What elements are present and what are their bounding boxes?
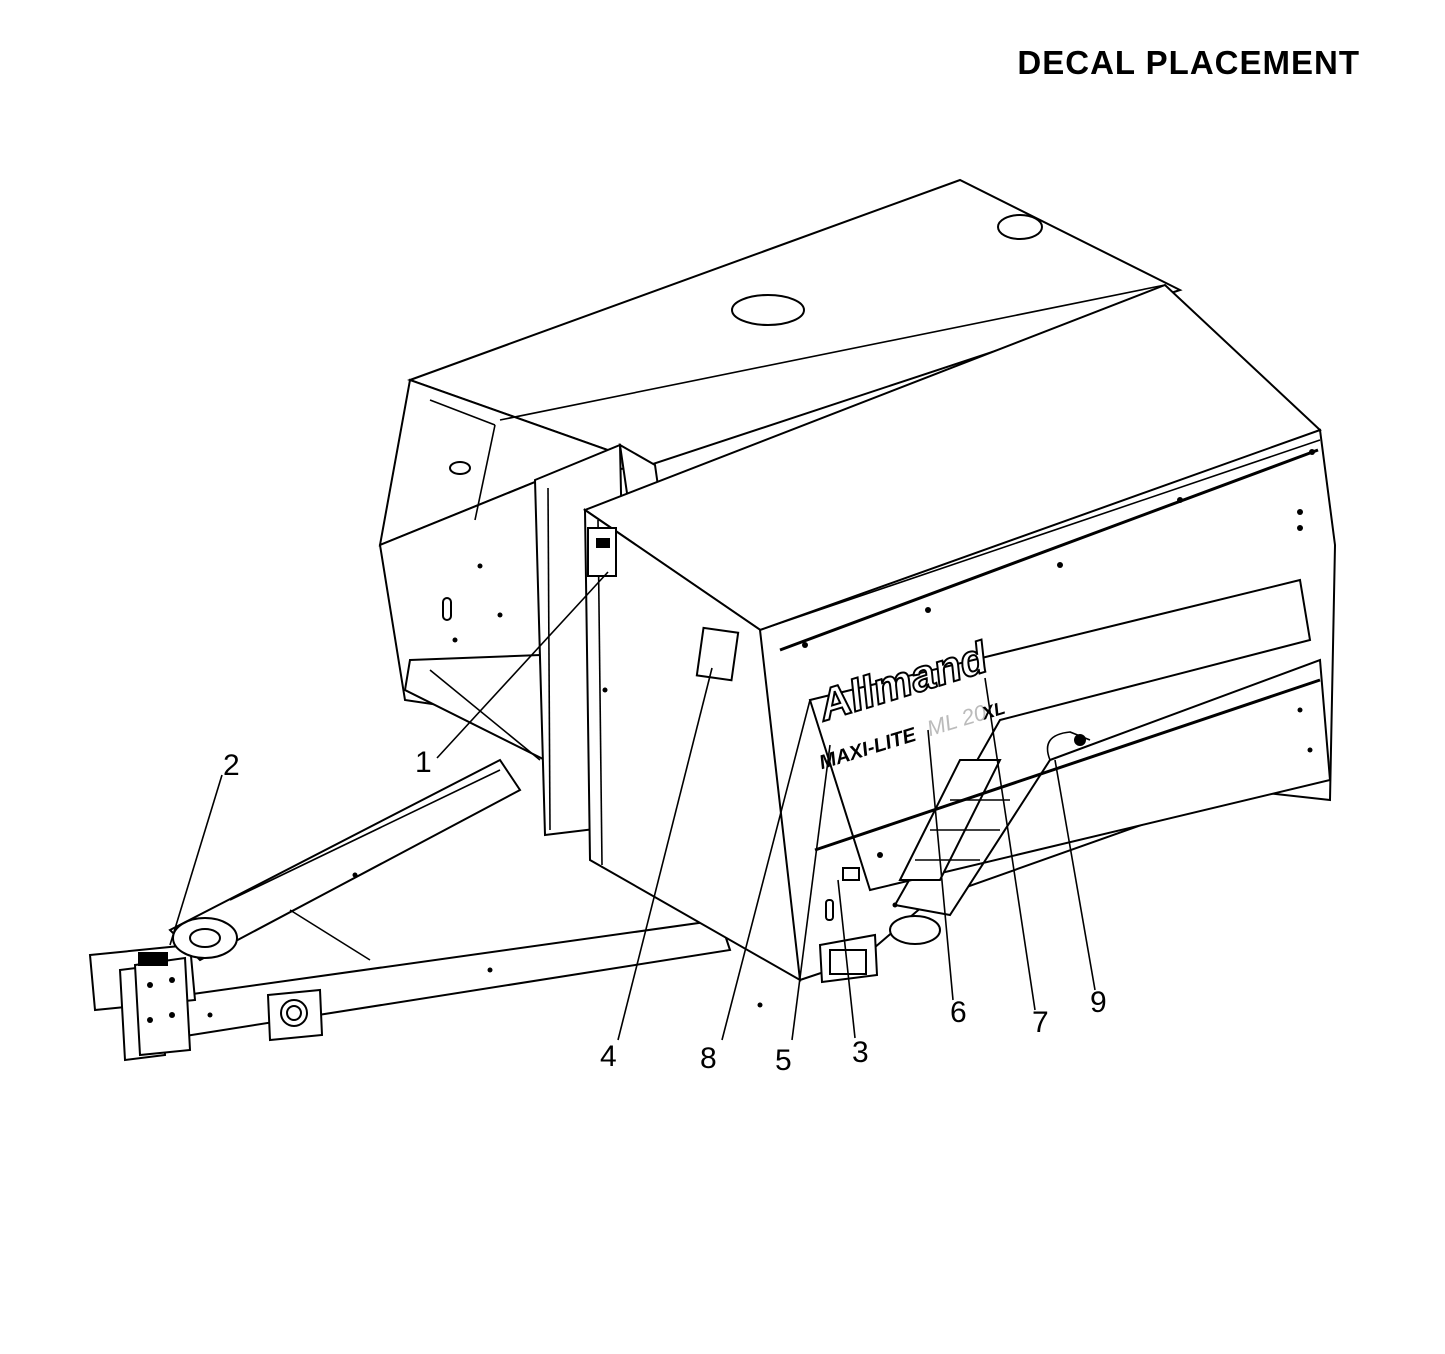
callout-labels: 1 2 3 4 5 6 7 8 9 bbox=[223, 746, 1107, 1077]
callout-4: 4 bbox=[600, 1040, 617, 1073]
leader-lines bbox=[169, 571, 1096, 1041]
hitch-coupler bbox=[88, 917, 238, 1062]
callout-8: 8 bbox=[700, 1042, 717, 1075]
callout-3: 3 bbox=[852, 1036, 869, 1069]
callout-2: 2 bbox=[223, 749, 240, 782]
callout-1: 1 bbox=[415, 746, 432, 779]
callout-6: 6 bbox=[950, 996, 967, 1029]
callout-9: 9 bbox=[1090, 986, 1107, 1019]
callout-5: 5 bbox=[775, 1044, 792, 1077]
jack-mount-plate bbox=[266, 988, 324, 1042]
frame-rail bbox=[403, 653, 547, 762]
rivet-dots bbox=[207, 449, 1315, 1018]
callout-7: 7 bbox=[1032, 1006, 1049, 1039]
page-title: DECAL PLACEMENT bbox=[1017, 44, 1360, 81]
